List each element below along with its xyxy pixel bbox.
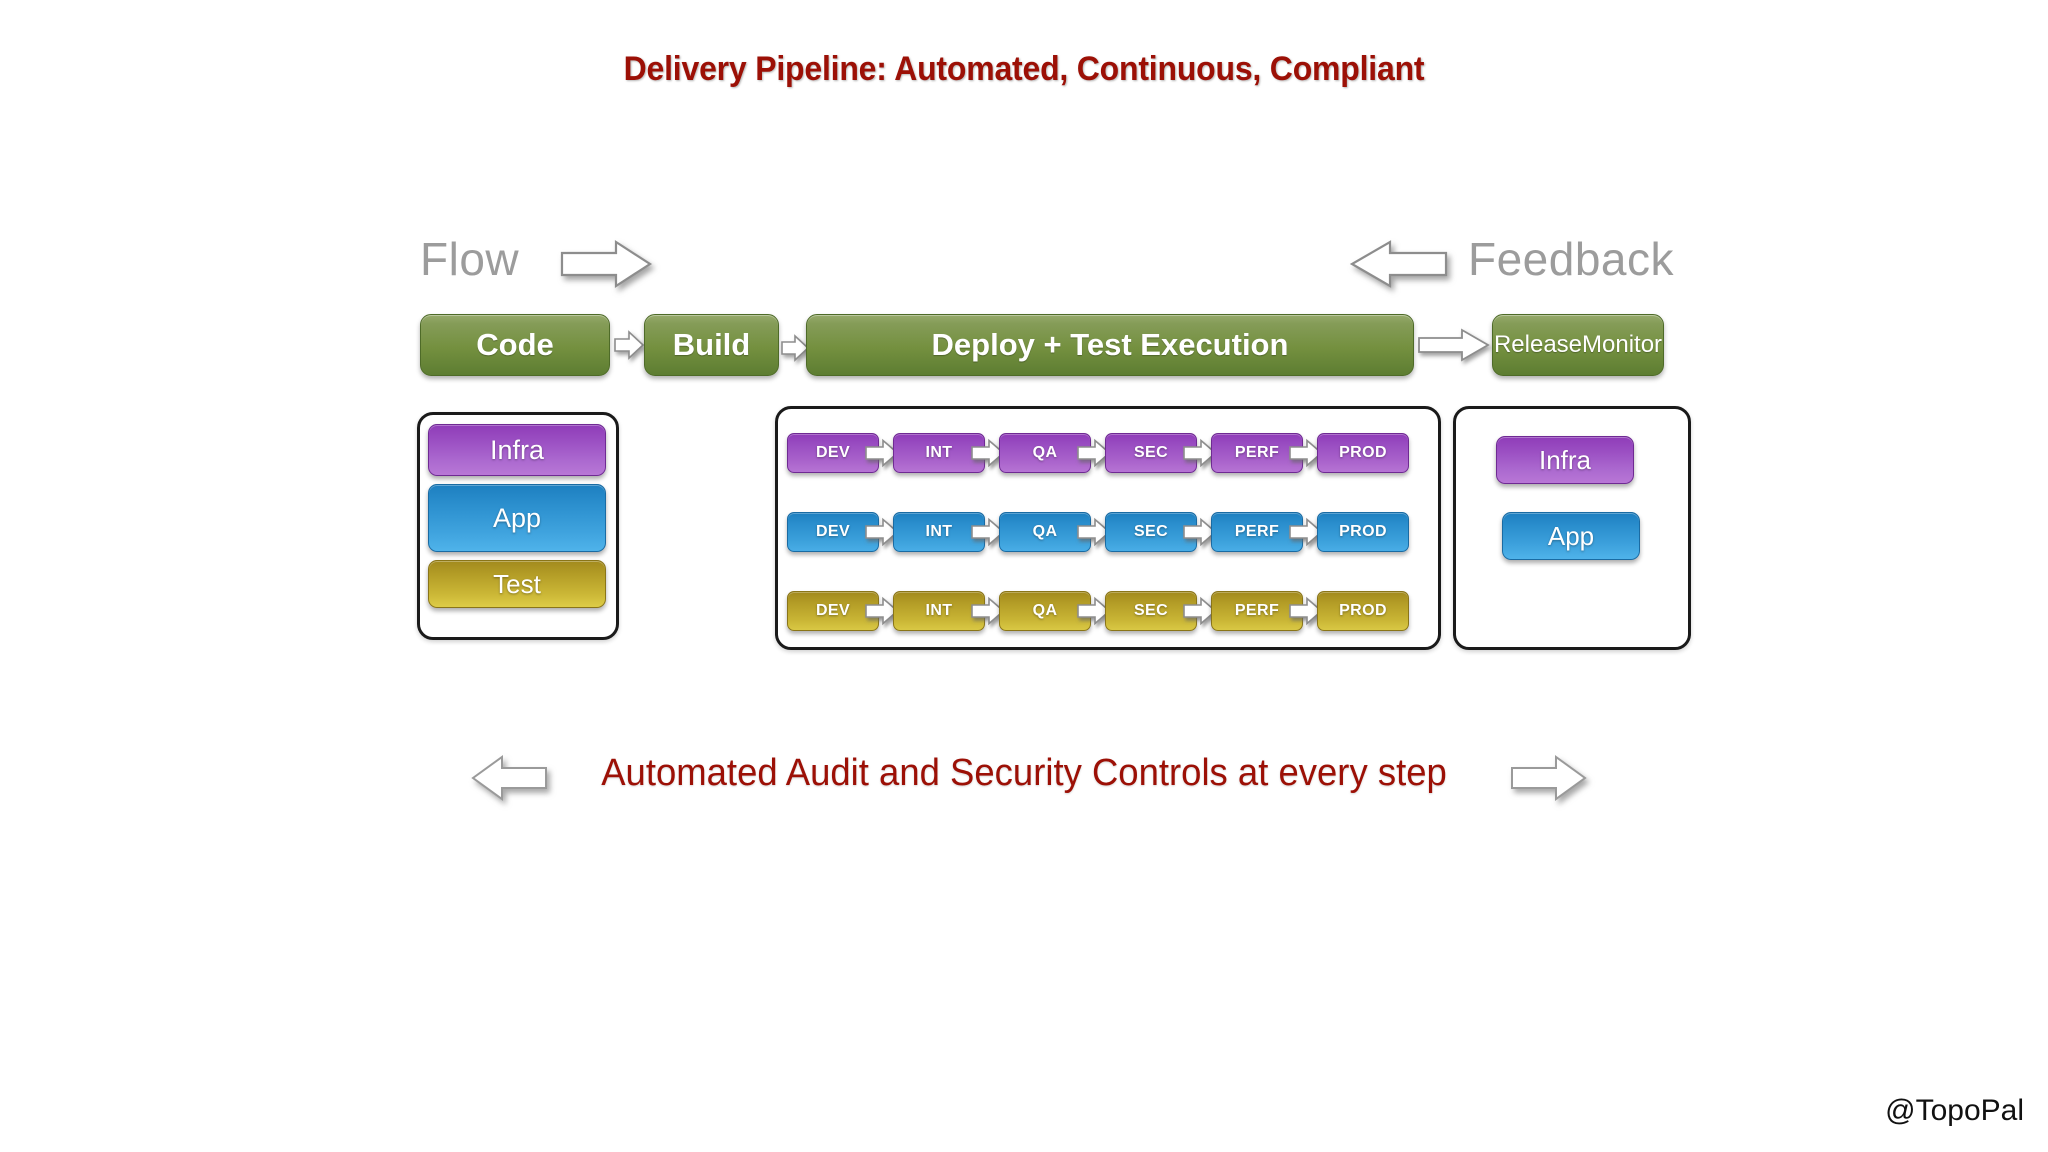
pipeline-connector-arrow-icon [971, 517, 1005, 547]
pipeline-connector-arrow-icon [1077, 438, 1111, 468]
pipeline-stage-infra-dev[interactable]: DEV [787, 433, 879, 473]
pipeline-stage-test-qa[interactable]: QA [999, 591, 1091, 631]
pipeline-stage-label: INT [925, 444, 953, 461]
left-panel-item-infra[interactable]: Infra [428, 424, 606, 476]
stage-deploy[interactable]: Deploy + Test Execution [806, 314, 1414, 376]
pipeline-stage-test-dev[interactable]: DEV [787, 591, 879, 631]
pipeline-connector-arrow-icon [1183, 438, 1217, 468]
pipeline-connector-arrow-icon [1289, 438, 1323, 468]
pipeline-stage-label: QA [1032, 602, 1058, 619]
pipeline-stage-label: PERF [1234, 444, 1280, 461]
pipeline-stage-infra-qa[interactable]: QA [999, 433, 1091, 473]
pipeline-stage-label: DEV [815, 523, 851, 540]
page-title: Delivery Pipeline: Automated, Continuous… [623, 50, 1425, 88]
watermark: @TopoPal [1885, 1094, 2024, 1127]
pipeline-stage-label: SEC [1133, 523, 1169, 540]
pipeline-connector-arrow-icon [1077, 517, 1111, 547]
pipeline-stage-label: SEC [1133, 602, 1169, 619]
right-panel-item-infra[interactable]: Infra [1496, 436, 1634, 484]
left-panel-item-test[interactable]: Test [428, 560, 606, 608]
stage-release-line2: Monitor [1582, 330, 1663, 358]
pipeline-stage-test-prod[interactable]: PROD [1317, 591, 1409, 631]
pipeline-connector-arrow-icon [971, 596, 1005, 626]
pipeline-stage-infra-prod[interactable]: PROD [1317, 433, 1409, 473]
pipeline-stage-label: PROD [1339, 444, 1387, 461]
pipeline-row-infra: DEV INT QA SEC PERF PROD [787, 433, 1433, 473]
pipeline-stage-label: PROD [1339, 523, 1387, 540]
pipeline-stage-app-prod[interactable]: PROD [1317, 512, 1409, 552]
stage-release-monitor[interactable]: Release Monitor [1492, 314, 1664, 376]
pipeline-stage-label: QA [1032, 523, 1058, 540]
stage-connector-arrow-icon [1418, 328, 1490, 362]
stage-build[interactable]: Build [644, 314, 779, 376]
audit-banner-text: Automated Audit and Security Controls at… [601, 752, 1447, 794]
pipeline-stage-app-sec[interactable]: SEC [1105, 512, 1197, 552]
pipeline-connector-arrow-icon [1183, 596, 1217, 626]
pipeline-stage-infra-perf[interactable]: PERF [1211, 433, 1303, 473]
pipeline-stage-label: SEC [1133, 444, 1169, 461]
pipeline-stage-label: PROD [1339, 602, 1387, 619]
block-arrow-left-icon [470, 755, 548, 801]
pipeline-connector-arrow-icon [865, 596, 899, 626]
pipeline-stage-label: DEV [815, 444, 851, 461]
pipeline-row-app: DEV INT QA SEC PERF PROD [787, 512, 1433, 552]
pipeline-stage-label: INT [925, 523, 953, 540]
pipeline-stage-app-dev[interactable]: DEV [787, 512, 879, 552]
pipeline-connector-arrow-icon [865, 517, 899, 547]
pipeline-stage-label: PERF [1234, 602, 1280, 619]
pipeline-stage-test-sec[interactable]: SEC [1105, 591, 1197, 631]
block-arrow-right-icon [1510, 755, 1588, 801]
stage-connector-arrow-icon [614, 330, 645, 360]
feedback-label: Feedback [1468, 233, 1675, 285]
pipeline-connector-arrow-icon [1183, 517, 1217, 547]
pipeline-stage-test-perf[interactable]: PERF [1211, 591, 1303, 631]
pipeline-stage-test-int[interactable]: INT [893, 591, 985, 631]
pipeline-stage-label: PERF [1234, 523, 1280, 540]
stage-code[interactable]: Code [420, 314, 610, 376]
pipeline-connector-arrow-icon [971, 438, 1005, 468]
right-panel-item-app[interactable]: App [1502, 512, 1640, 560]
flow-label: Flow [420, 233, 520, 285]
stage-connector-arrow-icon [781, 334, 810, 362]
pipeline-stage-infra-sec[interactable]: SEC [1105, 433, 1197, 473]
pipeline-stage-label: DEV [815, 602, 851, 619]
left-panel-item-app[interactable]: App [428, 484, 606, 552]
pipeline-connector-arrow-icon [1289, 596, 1323, 626]
pipeline-stage-label: INT [925, 602, 953, 619]
block-arrow-right-icon [560, 239, 653, 289]
pipeline-connector-arrow-icon [865, 438, 899, 468]
pipeline-connector-arrow-icon [1077, 596, 1111, 626]
pipeline-connector-arrow-icon [1289, 517, 1323, 547]
stage-release-line1: Release [1493, 330, 1583, 358]
block-arrow-left-icon [1348, 240, 1448, 288]
pipeline-stage-label: QA [1032, 444, 1058, 461]
pipeline-row-test: DEV INT QA SEC PERF PROD [787, 591, 1433, 631]
